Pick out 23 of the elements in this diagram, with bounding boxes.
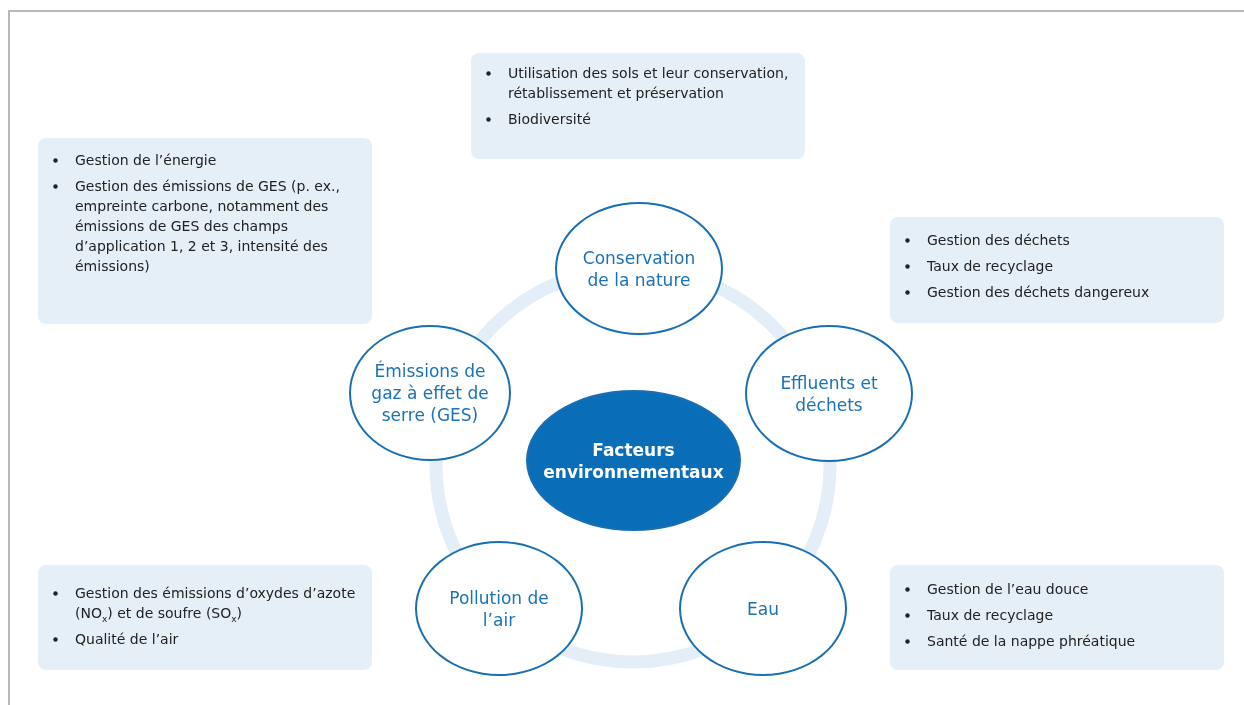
info-card [890,217,1224,323]
bullet-item: Santé de la nappe phréatique [927,632,1137,651]
ellipse-label: Facteurs environnementaux [542,438,725,483]
ellipse-label: Pollution de l’air [448,586,550,631]
bullet-item: Utilisation des sols et leur conservation, rétablissement et préservation [508,64,790,103]
bullet-item: Gestion des émissions de GES (p. ex., empreinte carbone, notamment des émissions de GES des champs d’application 1, 2 et 3, intensité des émissions) [75,177,341,276]
bullet-item: Biodiversité [508,110,592,129]
ellipse-label: Effluents et déchets [779,371,879,416]
ellipse-label: Eau [746,597,780,620]
bullet-item: Gestion de l’énergie [75,151,218,170]
ellipse-label: Conservation de la nature [581,246,697,291]
bullet-item: Gestion des déchets [927,231,1071,250]
bullet-item: Gestion de l’eau douce [927,580,1090,599]
info-card [471,53,805,159]
bullet-item: Qualité de l’air [75,630,180,649]
ellipse-label: Émissions de gaz à effet de serre (GES) [370,360,490,426]
info-card [38,565,372,670]
bullet-item: Gestion des émissions d’oxydes d’azote (NO$_{x}$) et de soufre (SO$_{x}$) [75,584,357,623]
bullet-item: Taux de recyclage [927,606,1055,625]
info-card [890,565,1224,670]
info-card [38,138,372,324]
bullet-item: Taux de recyclage [927,257,1055,276]
bullet-item: Gestion des déchets dangereux [927,283,1151,302]
